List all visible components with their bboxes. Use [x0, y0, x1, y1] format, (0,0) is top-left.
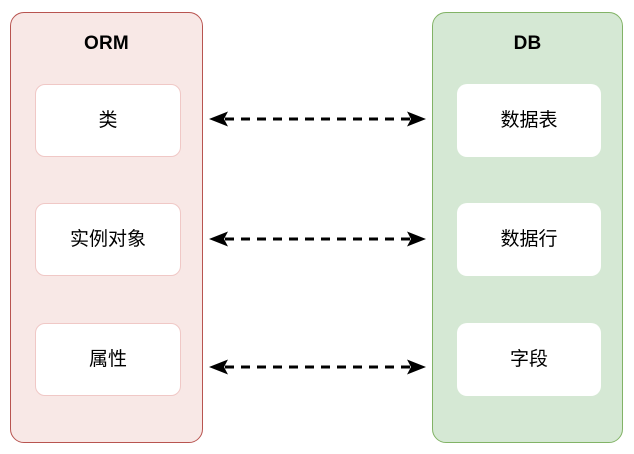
orm-container: ORM 类 实例对象 属性	[10, 12, 203, 443]
orm-item-attribute-label: 属性	[88, 348, 127, 370]
orm-title: ORM	[84, 33, 129, 54]
arrowhead-left-icon	[209, 359, 228, 375]
db-title: DB	[513, 33, 542, 54]
connector-instance-to-row	[203, 228, 432, 250]
orm-item-class: 类	[35, 84, 181, 157]
db-item-table: 数据表	[457, 84, 601, 157]
connector-class-to-table	[203, 108, 432, 130]
db-item-row-label: 数据行	[500, 228, 558, 250]
orm-item-instance: 实例对象	[35, 203, 181, 276]
db-item-field-label: 字段	[509, 348, 548, 370]
connector-attribute-to-field	[203, 356, 432, 378]
arrowhead-right-icon	[407, 359, 426, 375]
db-container: DB 数据表 数据行 字段	[432, 12, 623, 443]
orm-item-class-label: 类	[98, 109, 118, 131]
db-item-row: 数据行	[457, 203, 601, 276]
arrowhead-left-icon	[209, 231, 228, 247]
arrowhead-right-icon	[407, 231, 426, 247]
arrowhead-left-icon	[209, 111, 228, 127]
db-item-table-label: 数据表	[500, 109, 558, 131]
orm-item-instance-label: 实例对象	[69, 228, 146, 250]
db-item-field: 字段	[457, 323, 601, 396]
orm-item-attribute: 属性	[35, 323, 181, 396]
arrowhead-right-icon	[407, 111, 426, 127]
